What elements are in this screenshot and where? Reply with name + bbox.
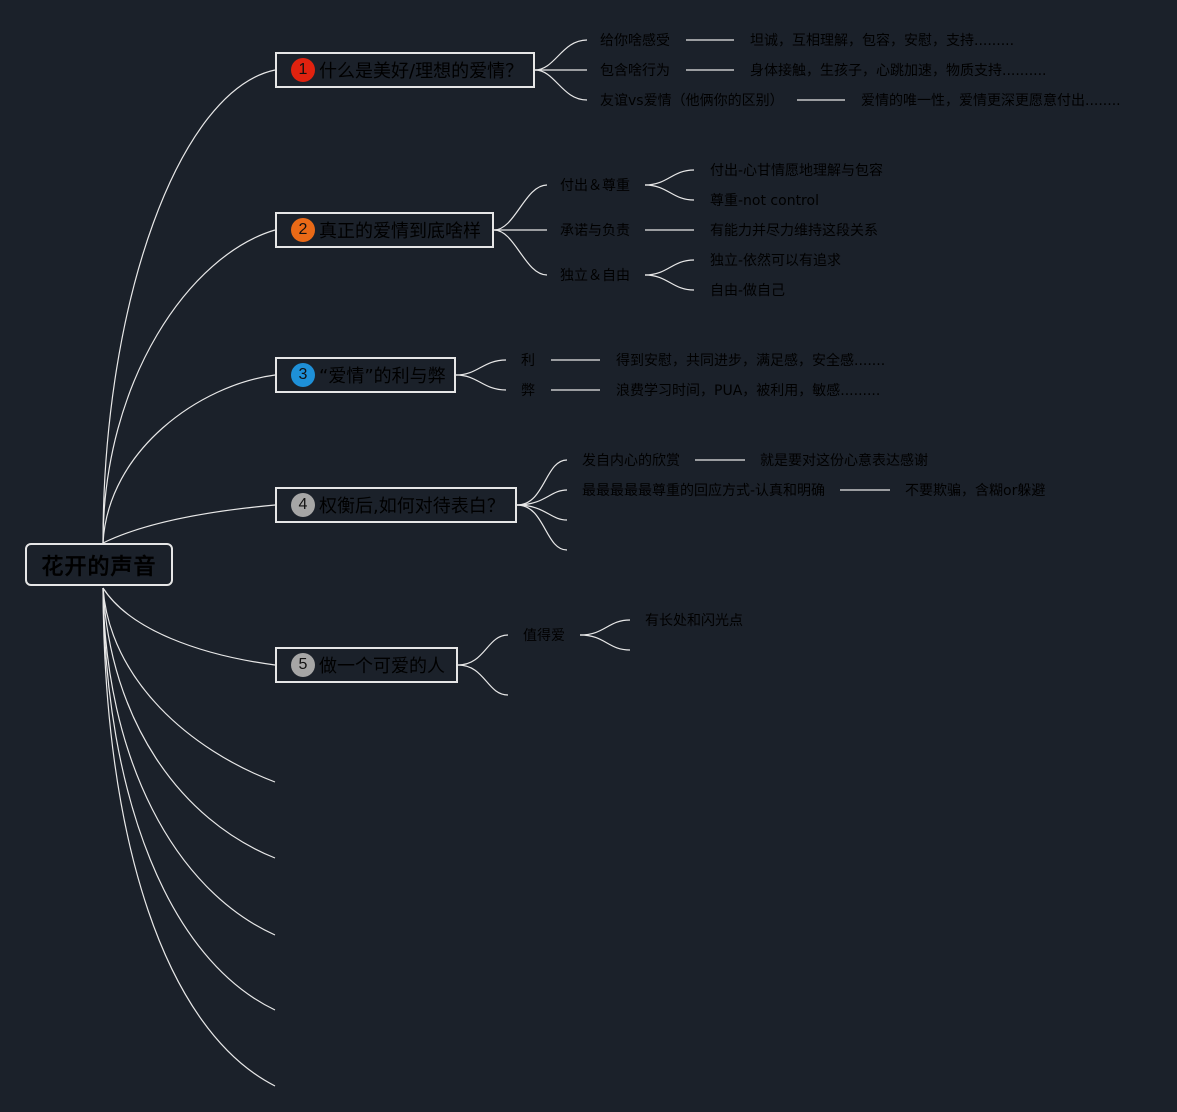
subtopic-3-pros[interactable]: 利 (521, 353, 535, 369)
root-topic-label: 花开的声音 (41, 554, 157, 580)
topic-1-label: 什么是美好/理想的爱情？ (319, 61, 524, 82)
subtopic-2-respect[interactable]: 尊重-not control (710, 193, 819, 209)
number-badge-icon: 3 (291, 363, 315, 387)
subtopic-2-give-respect[interactable]: 付出＆尊重 (560, 178, 630, 194)
subtopic-3-cons-detail[interactable]: 浪费学习时间，PUA，被利用，敏感......... (616, 383, 881, 399)
subtopic-1-behavior[interactable]: 包含啥行为 (600, 63, 670, 79)
topic-3[interactable]: 3 “爱情”的利与弊 (275, 357, 456, 393)
subtopic-2-give[interactable]: 付出-心甘情愿地理解与包容 (710, 163, 884, 179)
subtopic-5-worthy-detail[interactable]: 有长处和闪光点 (645, 613, 743, 629)
subtopic-4-response-detail[interactable]: 不要欺骗，含糊or躲避 (905, 483, 1046, 499)
topic-4-label: 权衡后,如何对待表白？ (319, 496, 505, 517)
subtopic-2-independence-freedom[interactable]: 独立＆自由 (560, 268, 630, 284)
number-badge-icon: 1 (291, 58, 315, 82)
topic-2[interactable]: 2 真正的爱情到底啥样 (275, 212, 494, 248)
subtopic-3-pros-detail[interactable]: 得到安慰，共同进步，满足感，安全感....... (616, 353, 886, 369)
subtopic-2-commitment[interactable]: 承诺与负责 (560, 223, 630, 239)
subtopic-1-friendship-vs-love[interactable]: 友谊vs爱情（他俩你的区别） (600, 93, 784, 109)
number-badge-icon: 4 (291, 493, 315, 517)
subtopic-1-behavior-detail[interactable]: 身体接触，生孩子，心跳加速，物质支持.......... (750, 63, 1047, 79)
topic-5[interactable]: 5 做一个可爱的人 (275, 647, 458, 683)
subtopic-2-freedom[interactable]: 自由-做自己 (710, 283, 786, 299)
subtopic-2-independence[interactable]: 独立-依然可以有追求 (710, 253, 842, 269)
topic-4[interactable]: 4 权衡后,如何对待表白？ (275, 487, 517, 523)
topic-5-label: 做一个可爱的人 (319, 656, 445, 677)
subtopic-1-feeling-detail[interactable]: 坦诚，互相理解，包容，安慰，支持......... (750, 33, 1015, 49)
subtopic-4-appreciation[interactable]: 发自内心的欣赏 (582, 453, 680, 469)
number-badge-icon: 5 (291, 653, 315, 677)
subtopic-1-feeling[interactable]: 给你啥感受 (600, 33, 670, 49)
subtopic-4-response[interactable]: 最最最最最尊重的回应方式-认真和明确 (582, 483, 826, 499)
topic-1[interactable]: 1 什么是美好/理想的爱情？ (275, 52, 535, 88)
subtopic-1-friendship-detail[interactable]: 爱情的唯一性，爱情更深更愿意付出........ (861, 93, 1121, 109)
subtopic-3-cons[interactable]: 弊 (521, 383, 535, 399)
subtopic-2-commitment-detail[interactable]: 有能力并尽力维持这段关系 (710, 223, 878, 239)
topic-2-label: 真正的爱情到底啥样 (319, 221, 481, 242)
topic-3-label: “爱情”的利与弊 (319, 366, 446, 387)
subtopic-4-appreciation-detail[interactable]: 就是要对这份心意表达感谢 (760, 453, 928, 469)
root-topic[interactable]: 花开的声音 (25, 543, 173, 586)
subtopic-5-worthy[interactable]: 值得爱 (523, 628, 565, 644)
number-badge-icon: 2 (291, 218, 315, 242)
